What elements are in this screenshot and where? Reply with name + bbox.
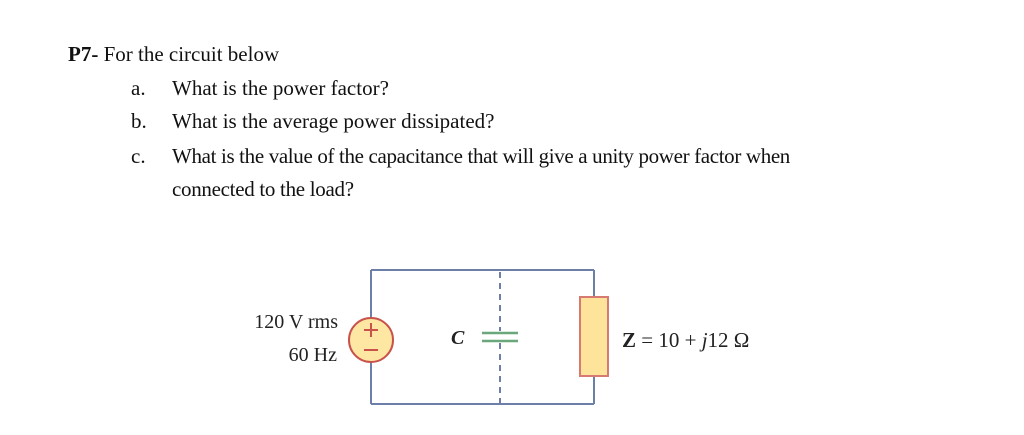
- question-c-continuation: connected to the load?: [172, 177, 354, 201]
- problem-heading: P7- For the circuit below: [68, 40, 279, 68]
- load-impedance-icon: [579, 296, 609, 377]
- ac-voltage-source-icon: [348, 317, 394, 363]
- question-text: What is the power factor?: [172, 76, 389, 100]
- question-text: What is the value of the capacitance tha…: [172, 144, 790, 168]
- load-impedance-label: Z = 10 + j12 Ω: [622, 328, 749, 352]
- source-voltage-label: 120 V rms: [254, 311, 338, 333]
- problem-number: P7-: [68, 42, 99, 66]
- problem-intro: For the circuit below: [103, 42, 280, 66]
- question-text: What is the average power dissipated?: [172, 109, 495, 133]
- source-frequency-label: 60 Hz: [288, 344, 337, 366]
- load-impedance-text: Z = 10 + j12 Ω: [622, 328, 750, 352]
- question-marker: c.: [131, 144, 146, 168]
- question-marker: a.: [131, 76, 146, 100]
- question-marker: b.: [131, 109, 147, 133]
- circuit-wires: [370, 269, 595, 405]
- capacitor-icon: [482, 331, 518, 343]
- capacitor-label: C: [451, 327, 465, 349]
